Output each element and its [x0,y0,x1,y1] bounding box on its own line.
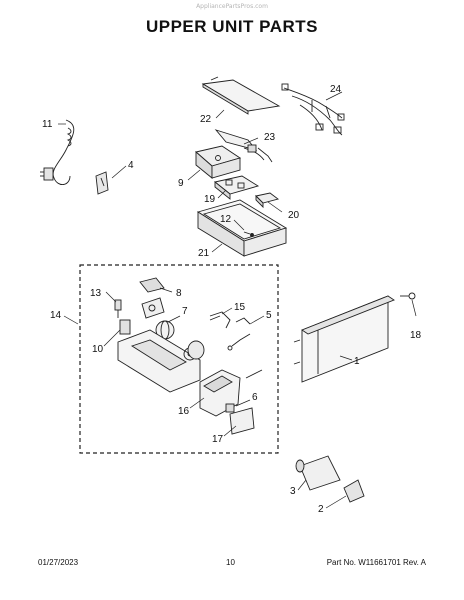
part-9-control-housing [195,145,242,179]
callout-8: 8 [176,288,182,299]
callout-5: 5 [266,310,272,321]
part-13-knob [114,299,122,318]
part-22-cover-plate [201,76,281,115]
callout-7: 7 [182,306,188,317]
footer-page-number: 10 [226,558,235,567]
callout-6: 6 [252,392,258,403]
part-20-module [255,192,280,209]
callout-13: 13 [90,288,102,299]
callout-12: 12 [220,214,232,225]
assembly-group-box [79,264,279,454]
callout-22: 22 [200,114,212,125]
part-1-rear-panel [293,295,395,383]
callout-15: 15 [234,302,246,313]
part-11-power-cord [40,119,75,185]
part-3-knob [295,455,341,491]
callout-3: 3 [290,486,296,497]
footer-date: 01/27/2023 [38,558,79,567]
part-5-sensor [227,317,251,351]
part-damper-motor [141,297,165,319]
part-15-tube [209,311,231,329]
part-12-screw [243,231,254,237]
callout-16: 16 [178,406,190,417]
callout-14: 14 [50,310,62,321]
callout-4: 4 [128,160,134,171]
callout-2: 2 [318,504,324,515]
watermark: AppliancePartsPros.com [196,3,268,10]
part-24-wire-harness [281,83,345,136]
callout-10: 10 [92,344,104,355]
part-23-bracket [214,129,273,163]
page-title: UPPER UNIT PARTS [145,17,319,36]
part-18-screw [400,292,416,300]
part-8-cover [139,277,165,293]
callout-18: 18 [410,330,422,341]
callout-23: 23 [264,132,276,143]
part-19-control-board [213,175,260,200]
callout-11: 11 [42,119,53,130]
callout-17: 17 [212,434,224,445]
part-main-chassis [117,329,201,393]
part-fan-housing [187,340,205,360]
callout-21: 21 [198,248,210,259]
callout-1: 1 [354,356,360,367]
part-2-cap [343,479,365,503]
part-21-tray [196,199,288,257]
callout-24: 24 [330,84,342,95]
part-6-small-part [225,369,263,413]
callout-9: 9 [178,178,184,189]
part-10-switch [119,319,131,335]
callout-20: 20 [288,210,300,221]
footer-part-number: Part No. W11661701 Rev. A [326,558,426,567]
part-17-plate [229,407,255,435]
callout-19: 19 [204,194,216,205]
leader-lines [58,91,417,509]
part-4-clip [95,171,109,195]
